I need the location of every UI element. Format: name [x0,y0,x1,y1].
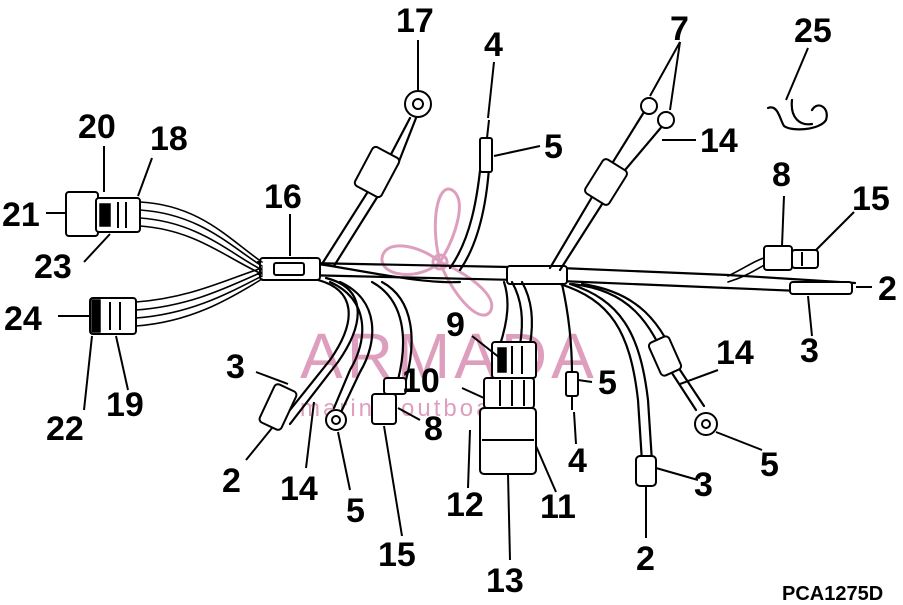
callout-13: 13 [486,562,524,600]
callout-2-right: 2 [878,270,897,308]
callout-14-top: 14 [700,122,738,160]
watermark-brand: ARMADA [300,320,598,392]
callout-23: 23 [34,248,72,286]
callout-14-right: 14 [716,334,754,372]
harness-junction-sleeve [506,265,568,285]
callout-4-mid: 4 [568,442,587,480]
callout-9: 9 [446,306,465,344]
leader-lines [46,40,872,561]
connector-8-right [763,245,793,271]
figure-code: PCA1275D [782,583,883,605]
callout-2-bottom: 2 [636,540,655,578]
watermark-propeller-logo [380,187,494,317]
callout-7: 7 [670,10,689,48]
upper-branch-wires [320,90,675,272]
connector-21 [65,191,141,237]
callout-2-left: 2 [222,462,241,500]
callout-3-left: 3 [226,348,245,386]
right-branch-wires [727,245,853,295]
callout-5-top: 5 [544,128,563,166]
connector-8-lower [371,393,397,425]
callout-25: 25 [794,12,832,50]
lower-branch-wires [258,276,718,487]
callout-22: 22 [46,410,84,448]
callout-3-right: 3 [800,332,819,370]
callout-20: 20 [78,108,116,146]
callout-4-top: 4 [484,26,503,64]
callout-3-bottom: 3 [694,466,713,504]
callout-8-mid: 8 [424,410,443,448]
callout-16: 16 [264,178,302,216]
callout-19: 19 [106,386,144,424]
ring-terminal-7b [657,111,675,129]
callout-18: 18 [150,120,188,158]
ring-terminal-7a [640,97,658,115]
callout-5-mid: 5 [598,364,617,402]
callout-15-right: 15 [852,180,890,218]
callout-11: 11 [540,488,576,526]
clamp-25 [766,98,828,131]
terminal-2-bottom [635,455,657,487]
connector-24 [89,297,137,335]
callout-5-bottom: 5 [346,492,365,530]
callout-5-right: 5 [760,446,779,484]
callout-labels: 17 4 7 25 5 14 20 18 16 8 15 21 23 2 24 … [2,2,897,600]
harness-clip-16-window [273,262,305,276]
callout-14-bottom: 14 [280,470,318,508]
callout-10: 10 [402,362,440,400]
callout-24: 24 [4,300,42,338]
left-branch-wires [135,201,263,327]
callout-21: 21 [2,196,40,234]
callout-15-bottom: 15 [378,536,416,574]
callout-8-right: 8 [772,156,791,194]
callout-12: 12 [446,486,484,524]
connector-13 [479,341,537,475]
terminal-2-right [789,281,853,295]
callout-17: 17 [396,2,434,40]
